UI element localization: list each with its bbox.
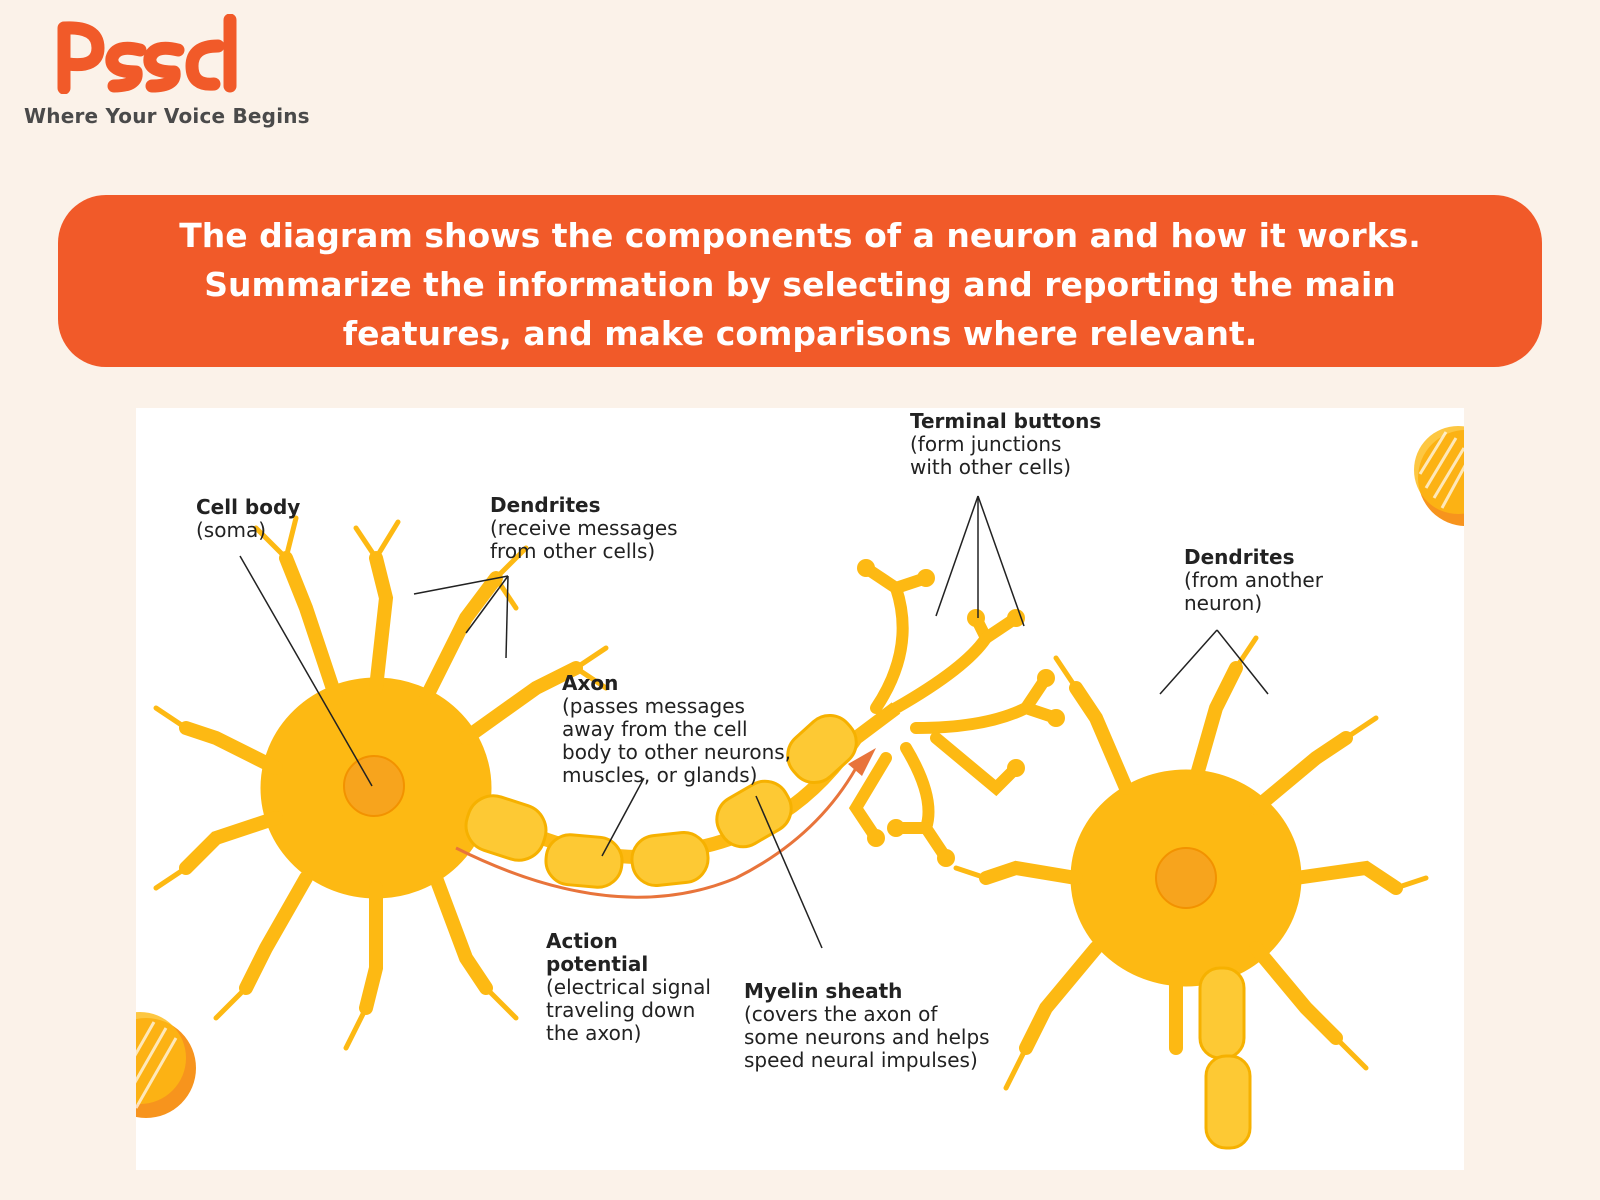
label-dendrites-title: Dendrites (490, 493, 601, 517)
myelin-segments (464, 713, 858, 889)
neuron-left (153, 515, 609, 1051)
label-myelin-sheath-desc: (covers the axon of some neurons and hel… (744, 1002, 990, 1072)
label-dendrites: Dendrites (receive messages from other c… (490, 494, 680, 563)
brand-tagline: Where Your Voice Begins (24, 104, 310, 128)
label-cell-body: Cell body (soma) (196, 496, 396, 542)
label-dendrites-desc: (receive messages from other cells) (490, 516, 678, 563)
axon-terminals (848, 559, 1065, 867)
logo-wordmark (54, 13, 244, 99)
label-axon-desc: (passes messages away from the cell body… (562, 694, 792, 787)
brand-logo: Where Your Voice Begins (24, 13, 324, 134)
label-dendrites-other: Dendrites (from another neuron) (1184, 546, 1354, 615)
label-axon: Axon (passes messages away from the cell… (562, 672, 802, 787)
neuron-diagram: Cell body (soma) Dendrites (receive mess… (136, 408, 1464, 1170)
label-terminal-buttons-desc: (form junctions with other cells) (910, 432, 1072, 479)
task-prompt: The diagram shows the components of a ne… (58, 195, 1542, 367)
label-dendrites-other-title: Dendrites (1184, 545, 1295, 569)
label-terminal-buttons-title: Terminal buttons (910, 409, 1102, 433)
label-cell-body-title: Cell body (196, 495, 301, 519)
label-action-potential-desc: (electrical signal traveling down the ax… (546, 975, 711, 1045)
label-action-potential-title: Action potential (546, 929, 649, 976)
decor-circle-right (1414, 426, 1464, 526)
label-axon-title: Axon (562, 671, 619, 695)
action-potential-arrow (455, 748, 876, 899)
axon (464, 702, 901, 889)
neuron-right (953, 635, 1429, 1150)
decor-circle-left (136, 1012, 196, 1118)
leader-lines (239, 495, 1269, 949)
label-action-potential: Action potential (electrical signal trav… (546, 930, 716, 1045)
label-cell-body-desc: (soma) (196, 518, 266, 542)
label-myelin-sheath-title: Myelin sheath (744, 979, 903, 1003)
label-dendrites-other-desc: (from another neuron) (1184, 568, 1323, 615)
label-terminal-buttons: Terminal buttons (form junctions with ot… (910, 410, 1110, 479)
label-myelin-sheath: Myelin sheath (covers the axon of some n… (744, 980, 994, 1072)
